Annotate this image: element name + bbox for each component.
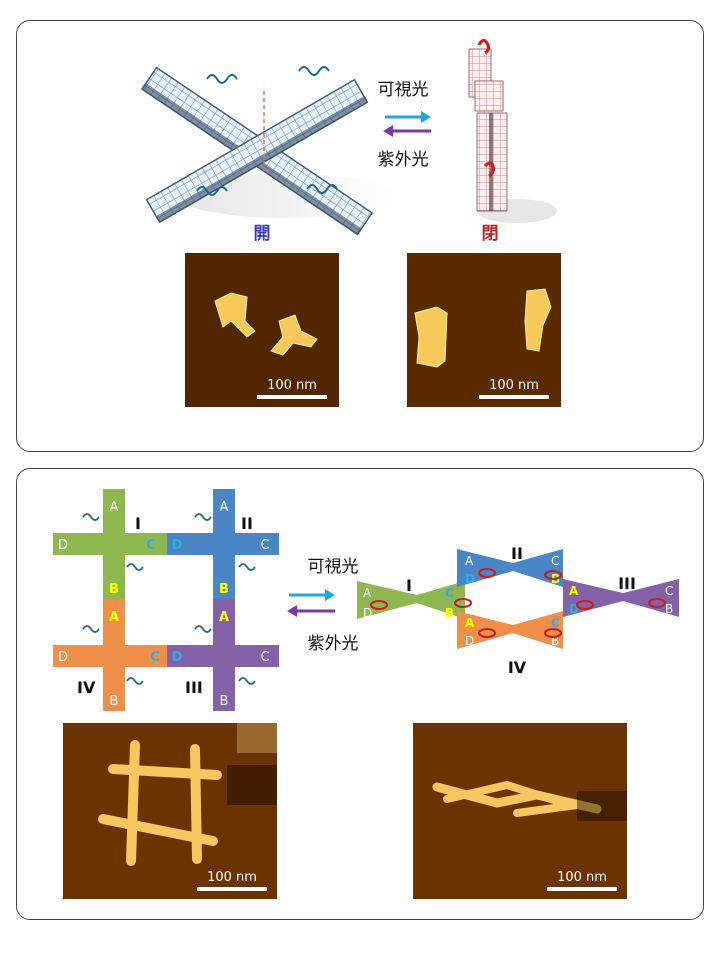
end-label: C	[551, 554, 559, 568]
tile-IV	[53, 599, 173, 711]
strand-wavy-icon	[194, 513, 212, 521]
afm-image-grid: 100 nm	[63, 723, 277, 899]
backward-arrow-icon	[383, 125, 431, 137]
strand-wavy-icon	[194, 625, 212, 633]
tile-label: IV	[508, 658, 527, 677]
bottom-panel-svg: A B C D A B C D A B C D A B C D I II IV …	[53, 489, 679, 899]
forward-arrow-icon	[385, 111, 431, 123]
end-label: D	[465, 572, 475, 586]
afm-feature	[414, 306, 448, 368]
open-origami-illustration	[140, 66, 397, 236]
end-label: B	[219, 582, 229, 597]
tile-label: III	[618, 574, 636, 593]
strand-wavy-icon	[238, 563, 256, 571]
top-panel: 可視光 紫外光 開 閉 100 nm	[16, 20, 704, 452]
end-label: C	[150, 650, 160, 665]
open-state-label: 開	[254, 224, 271, 244]
afm-feature	[190, 744, 202, 864]
closed-state-label: 閉	[482, 224, 499, 244]
tile-grid: A B C D A B C D A B C D A B C D I II IV …	[53, 489, 279, 711]
end-label: C	[665, 584, 673, 598]
tile-label: IV	[77, 678, 96, 697]
end-label: B	[445, 606, 454, 620]
forward-arrow-icon	[289, 589, 335, 601]
visible-light-label: 可視光	[378, 80, 429, 100]
end-label: C	[445, 586, 454, 600]
afm-image-open: 100 nm	[185, 253, 339, 407]
end-label: D	[465, 634, 474, 648]
strand-wavy-icon	[126, 677, 144, 685]
uv-light-label: 紫外光	[308, 634, 359, 654]
tile-IV	[457, 611, 563, 649]
azobenzene-loop-icon	[483, 161, 495, 178]
end-label: A	[465, 554, 474, 568]
tile-I	[357, 581, 465, 619]
end-label: A	[219, 610, 229, 625]
afm-feature	[108, 764, 222, 780]
end-label: D	[58, 538, 68, 553]
afm-image-closed: 100 nm	[407, 253, 561, 407]
top-panel-svg: 可視光 紫外光 開 閉 100 nm	[140, 38, 561, 407]
afm-feature	[524, 288, 552, 352]
scale-bar-label: 100 nm	[207, 870, 257, 885]
afm-feature	[270, 314, 318, 356]
scale-bar-label: 100 nm	[489, 378, 539, 393]
scale-bar-label: 100 nm	[557, 870, 607, 885]
visible-light-label: 可視光	[308, 557, 359, 577]
end-label: C	[260, 650, 269, 665]
tile-label: I	[406, 576, 412, 595]
strand-wavy-icon	[196, 186, 228, 196]
strand-wavy-icon	[206, 74, 238, 84]
azobenzene-lock-icon	[370, 568, 666, 638]
end-label: D	[172, 650, 183, 665]
tile-label: I	[135, 514, 141, 533]
end-label: A	[465, 616, 475, 630]
end-label: B	[110, 694, 119, 709]
afm-feature	[126, 740, 140, 866]
tile-III	[167, 599, 279, 711]
backward-arrow-icon	[287, 605, 335, 617]
strand-wavy-icon	[82, 513, 100, 521]
end-label: D	[569, 602, 579, 616]
afm-feature	[214, 292, 256, 338]
strand-wavy-icon	[82, 625, 100, 633]
end-label: B	[109, 582, 119, 597]
strand-wavy-icon	[306, 184, 338, 194]
uv-light-label: 紫外光	[378, 150, 429, 170]
afm-feature	[443, 780, 561, 805]
end-label: C	[146, 538, 156, 553]
end-label: D	[58, 650, 68, 665]
tile-II	[167, 489, 279, 601]
azobenzene-loop-icon	[477, 38, 491, 55]
strand-wavy-icon	[126, 563, 144, 571]
end-label: A	[110, 500, 119, 515]
end-label: A	[220, 500, 229, 515]
end-label: B	[220, 694, 229, 709]
end-label: A	[109, 610, 119, 625]
tile-I	[53, 489, 173, 601]
closed-origami-illustration	[468, 38, 557, 223]
strand-wavy-icon	[298, 66, 330, 76]
end-label: D	[172, 538, 183, 553]
end-label: B	[665, 602, 673, 616]
end-label: D	[363, 606, 372, 620]
afm-feature	[513, 801, 581, 817]
tile-label: II	[241, 514, 253, 533]
afm-image-assembly: 100 nm	[413, 723, 627, 899]
assembled-tiles: II I III IV A D C B A D C B A D C B A D …	[357, 544, 679, 677]
end-label: A	[569, 584, 579, 598]
tile-label: III	[185, 678, 203, 697]
end-label: C	[551, 616, 560, 630]
tile-label: II	[511, 544, 523, 563]
bottom-panel: A B C D A B C D A B C D A B C D I II IV …	[16, 468, 704, 920]
scale-bar-label: 100 nm	[267, 378, 317, 393]
end-label: A	[363, 586, 372, 600]
strand-wavy-icon	[238, 677, 256, 685]
end-label: C	[260, 538, 269, 553]
end-label: B	[551, 634, 559, 648]
